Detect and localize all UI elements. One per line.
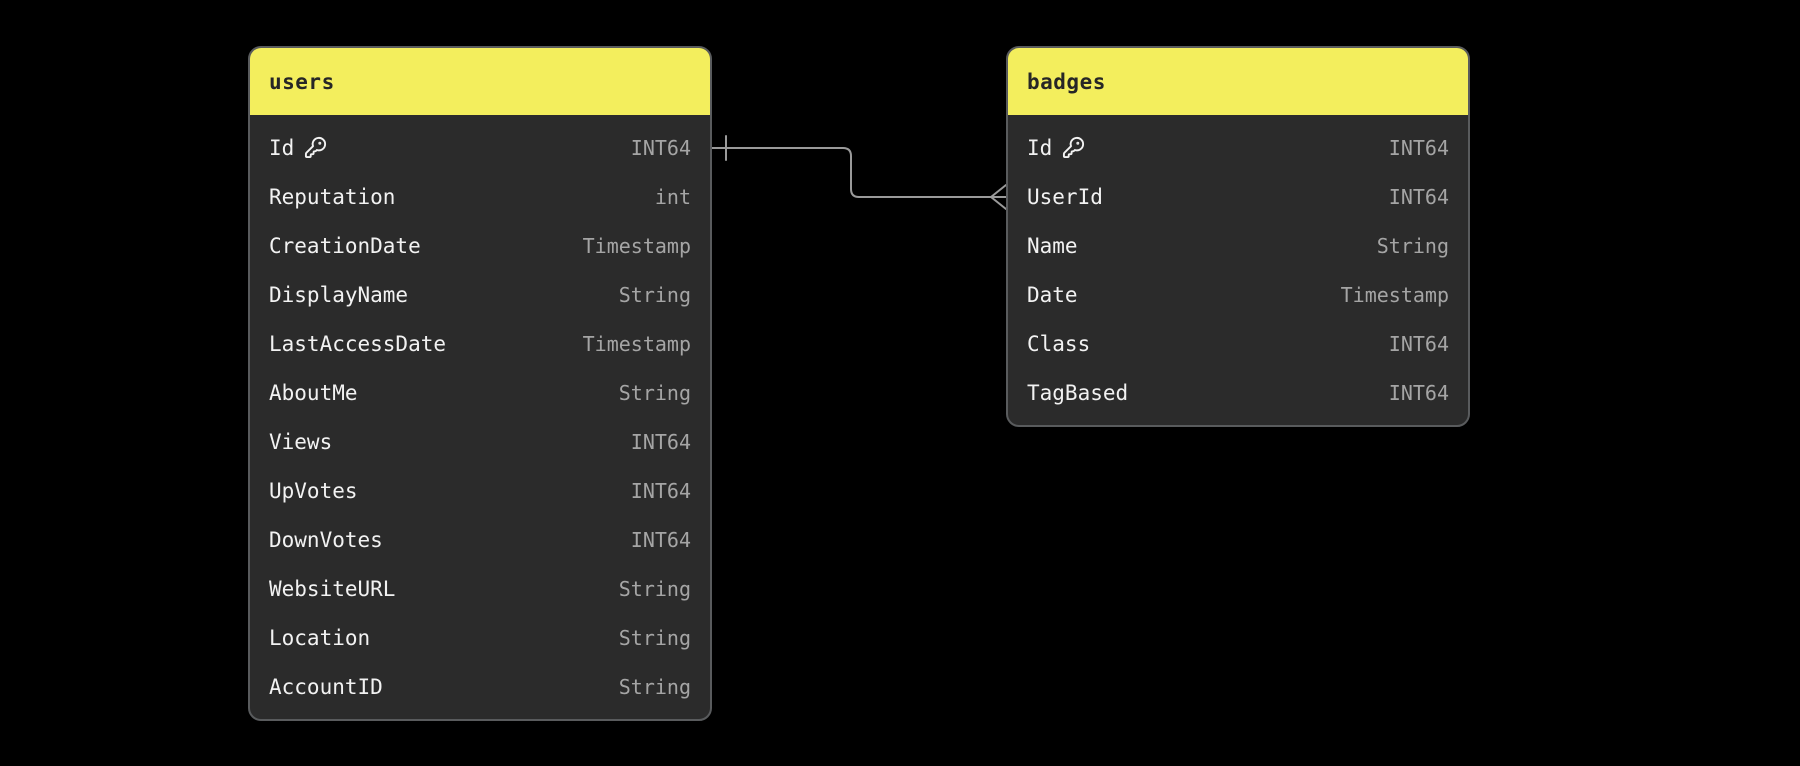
table-row: Class INT64 <box>1008 319 1468 368</box>
table-row: Reputation int <box>250 172 710 221</box>
table-row: CreationDate Timestamp <box>250 221 710 270</box>
field-type: INT64 <box>630 429 691 454</box>
table-row: DisplayName String <box>250 270 710 319</box>
field-type: Timestamp <box>1340 282 1449 307</box>
table-header-badges[interactable]: badges <box>1008 48 1468 115</box>
field-name: Id <box>269 135 295 160</box>
relationship-line[interactable] <box>711 147 992 198</box>
table-row: Id INT64 <box>1008 123 1468 172</box>
table-header-users[interactable]: users <box>250 48 710 115</box>
field-name: Reputation <box>269 184 396 209</box>
field-type: String <box>618 576 691 601</box>
table-row: UserId INT64 <box>1008 172 1468 221</box>
field-name: DownVotes <box>269 527 383 552</box>
field-type: INT64 <box>630 135 691 160</box>
field-type: INT64 <box>1388 331 1449 356</box>
field-type: int <box>654 184 691 209</box>
field-name: CreationDate <box>269 233 421 258</box>
field-name: WebsiteURL <box>269 576 396 601</box>
field-name: Id <box>1027 135 1053 160</box>
table-row: UpVotes INT64 <box>250 466 710 515</box>
field-name: Date <box>1027 282 1078 307</box>
field-name: TagBased <box>1027 380 1129 405</box>
cardinality-many-crowfoot <box>990 184 1007 210</box>
table-row: Id INT64 <box>250 123 710 172</box>
table-row: WebsiteURL String <box>250 564 710 613</box>
field-name: UserId <box>1027 184 1103 209</box>
table-row: AboutMe String <box>250 368 710 417</box>
field-name: Views <box>269 429 333 454</box>
table-body-badges: Id INT64 UserId <box>1008 115 1468 425</box>
table-row: Name String <box>1008 221 1468 270</box>
primary-key-icon <box>304 136 327 159</box>
table-row: Views INT64 <box>250 417 710 466</box>
field-type: String <box>618 674 691 699</box>
field-type: INT64 <box>1388 135 1449 160</box>
field-name: AboutMe <box>269 380 358 405</box>
table-row: DownVotes INT64 <box>250 515 710 564</box>
table-body-users: Id INT64 Reputation <box>250 115 710 719</box>
field-name: LastAccessDate <box>269 331 447 356</box>
field-type: String <box>1376 233 1449 258</box>
field-type: INT64 <box>1388 380 1449 405</box>
field-type: String <box>618 625 691 650</box>
field-type: String <box>618 282 691 307</box>
table-row: AccountID String <box>250 662 710 711</box>
field-name: Name <box>1027 233 1078 258</box>
field-name: UpVotes <box>269 478 358 503</box>
table-card-users[interactable]: users Id INT64 <box>248 46 712 721</box>
table-title: badges <box>1027 69 1106 94</box>
field-type: INT64 <box>1388 184 1449 209</box>
table-row: TagBased INT64 <box>1008 368 1468 417</box>
field-name: DisplayName <box>269 282 409 307</box>
field-name: AccountID <box>269 674 383 699</box>
field-type: INT64 <box>630 478 691 503</box>
field-type: Timestamp <box>582 233 691 258</box>
primary-key-icon <box>1062 136 1085 159</box>
field-type: Timestamp <box>582 331 691 356</box>
table-title: users <box>269 69 335 94</box>
field-name: Class <box>1027 331 1091 356</box>
table-row: LastAccessDate Timestamp <box>250 319 710 368</box>
table-card-badges[interactable]: badges Id INT64 <box>1006 46 1470 427</box>
field-type: INT64 <box>630 527 691 552</box>
field-name: Location <box>269 625 371 650</box>
field-type: String <box>618 380 691 405</box>
relationship-users-id-to-badges-userid[interactable] <box>711 135 1007 210</box>
table-row: Date Timestamp <box>1008 270 1468 319</box>
table-row: Location String <box>250 613 710 662</box>
